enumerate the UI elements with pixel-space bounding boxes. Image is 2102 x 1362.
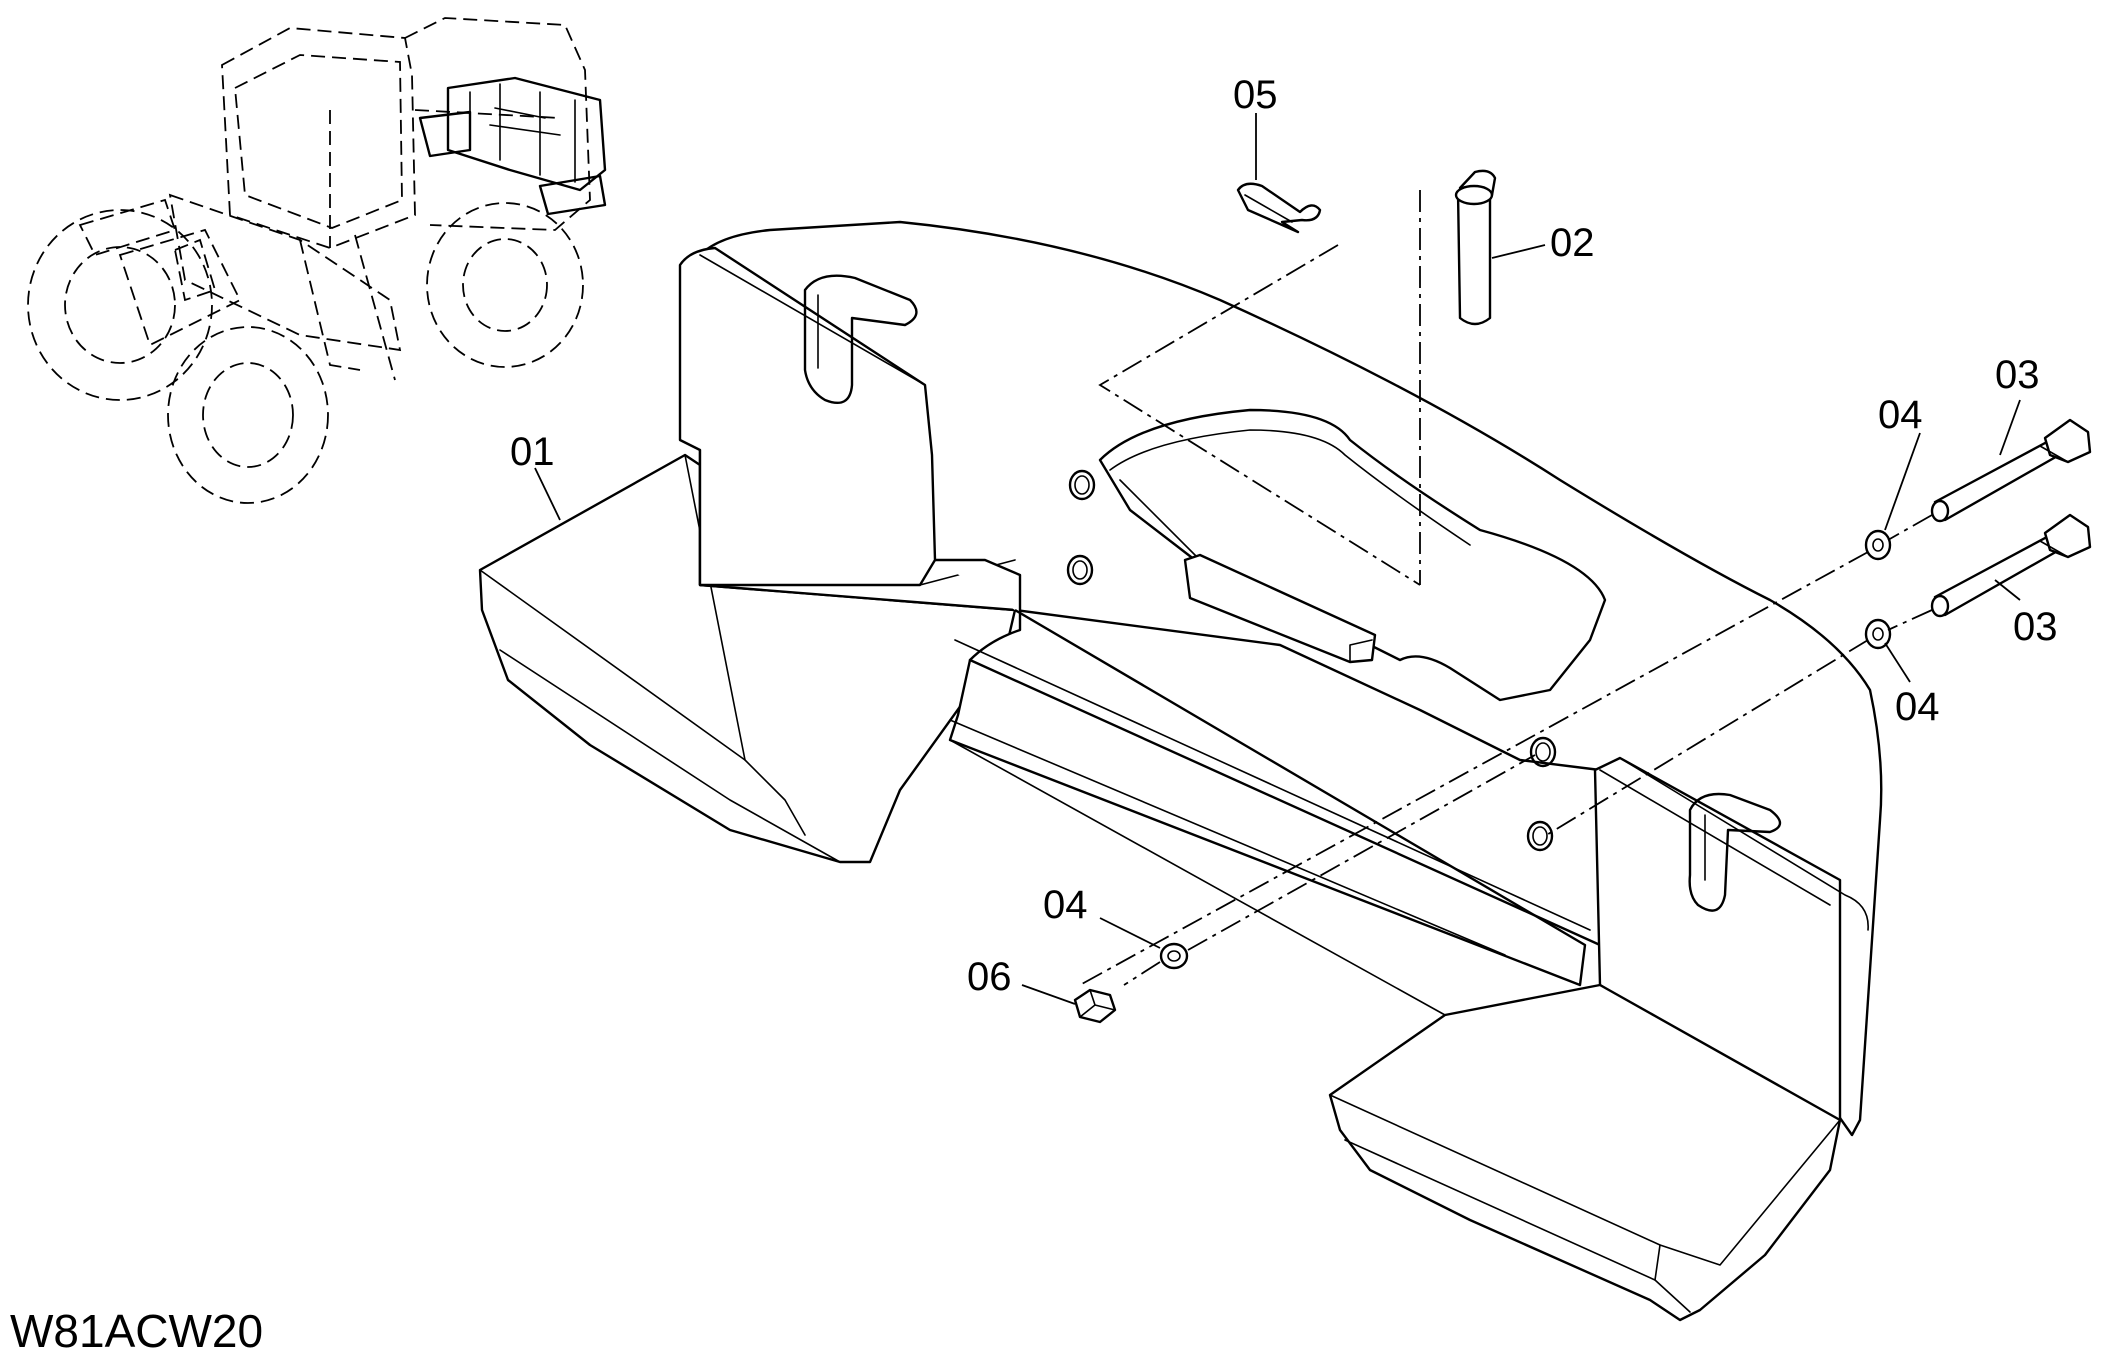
counterweight-body: [478, 220, 1883, 1322]
locator-machine-inset: [27, 17, 607, 504]
hex-nut: [1073, 988, 1117, 1024]
callout-03-lower: 03: [2013, 605, 2058, 649]
leader-lines: [534, 113, 2021, 1005]
assembly-lines: [1079, 190, 1933, 986]
bolt-upper: [1930, 418, 2092, 523]
bolt-lower: [1930, 513, 2092, 618]
counterweight-highlight: [446, 76, 607, 192]
lynch-pin: [1236, 182, 1322, 234]
callout-labels: 01 02 03 03 04 04 04 05 06: [510, 73, 2058, 999]
callout-04-front: 04: [1043, 883, 1088, 927]
diagram-code: W81ACW20: [10, 1305, 264, 1357]
washer-lower: [1864, 618, 1892, 650]
callout-04-right: 04: [1895, 685, 1940, 729]
callout-05: 05: [1233, 73, 1278, 117]
callout-03-upper: 03: [1995, 353, 2040, 397]
hitch-pin: [1454, 169, 1497, 326]
washer-front: [1159, 942, 1189, 970]
callout-02: 02: [1550, 221, 1595, 265]
callout-06: 06: [967, 955, 1012, 999]
washer-upper: [1864, 529, 1892, 561]
callout-04-upper: 04: [1878, 393, 1923, 437]
callout-01: 01: [510, 430, 555, 474]
